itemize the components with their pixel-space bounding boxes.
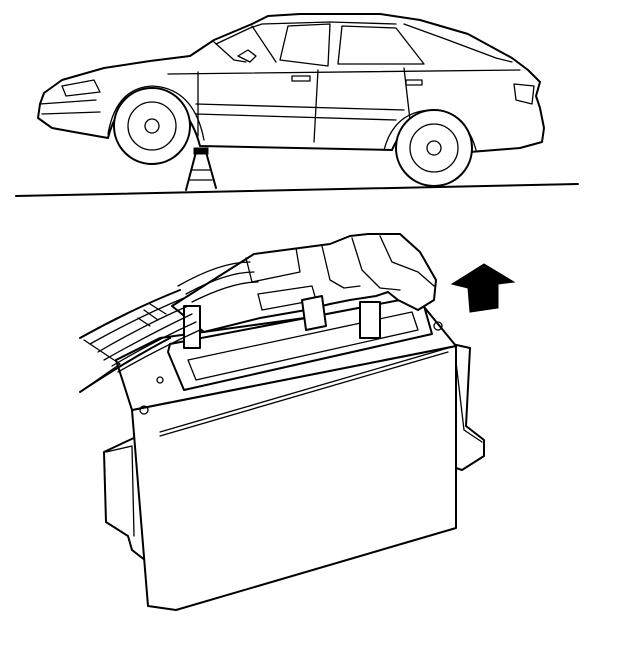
bracket-tab-right [455, 361, 483, 443]
guide-post-center [301, 295, 327, 331]
bracket-tab-left [105, 445, 135, 537]
rear-door-handle [405, 79, 423, 86]
module-groove [159, 351, 449, 437]
rear-window [403, 23, 513, 63]
wire-harness [79, 261, 259, 393]
window-top [215, 21, 397, 45]
module-screw-left [139, 405, 149, 415]
front-door-window [279, 23, 331, 67]
module-screw-top [156, 376, 164, 384]
module-screw-right [433, 321, 443, 331]
windshield [213, 41, 247, 63]
rear-tire [395, 109, 473, 187]
connector-socket-inner [187, 311, 419, 381]
front-rim [127, 101, 177, 151]
tail-light [513, 83, 535, 105]
guide-post-right [359, 301, 381, 339]
front-tire [113, 87, 191, 165]
front-hub [144, 118, 160, 134]
connector-boot-rim [321, 245, 361, 289]
front-wheel-arch [107, 85, 205, 141]
front-bumper [39, 99, 101, 115]
ground-line [15, 183, 579, 197]
belt-line [167, 69, 521, 75]
b-pillar-seam [313, 69, 319, 143]
up-arrow [450, 263, 516, 313]
rear-door-seam [403, 67, 411, 121]
side-molding [195, 103, 405, 111]
front-door-handle [291, 75, 311, 82]
rear-door-window [337, 25, 425, 65]
jack-stand [185, 147, 217, 191]
headlight [61, 79, 101, 97]
control-module-illustration [79, 233, 516, 611]
connector-boot [351, 235, 435, 291]
connector-latch [245, 247, 301, 283]
side-mirror [237, 49, 257, 63]
rear-hub [426, 140, 442, 156]
rear-rim [409, 123, 459, 173]
a-pillar [251, 25, 277, 63]
side-molding-lower [195, 113, 397, 121]
car-illustration [15, 13, 579, 197]
module-groove-2 [159, 347, 449, 433]
